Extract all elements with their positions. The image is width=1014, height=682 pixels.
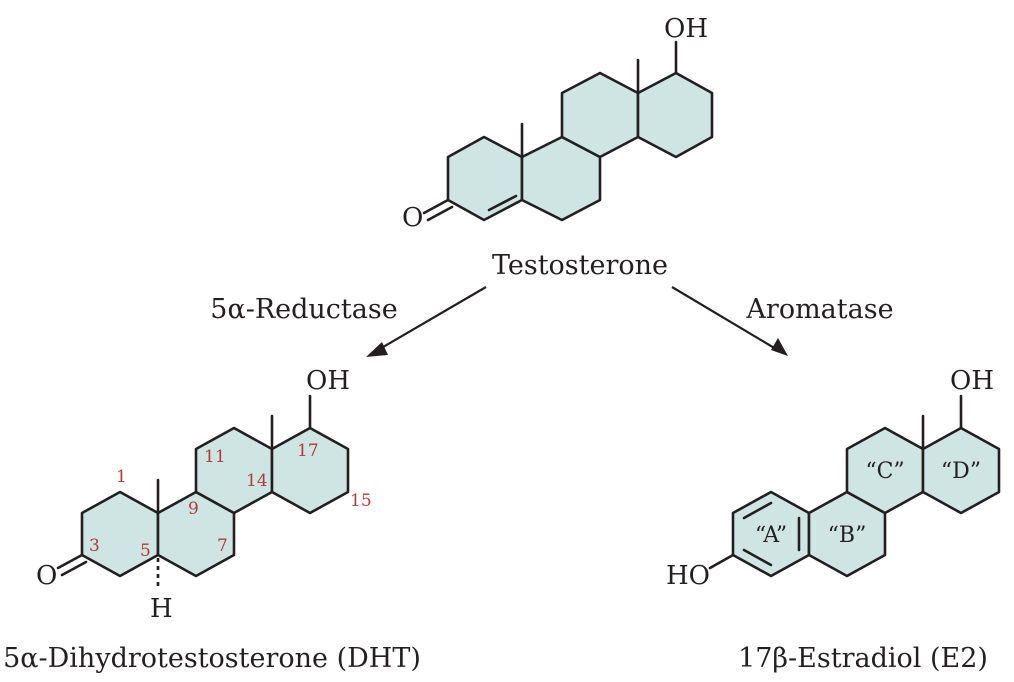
- aromatase-arrow: [671, 286, 788, 356]
- aromatase-enzyme-label: Aromatase: [745, 294, 893, 325]
- dht-ring-a: [80, 490, 160, 578]
- dht-position-17: 17: [297, 441, 319, 461]
- dht-position-7: 7: [217, 536, 228, 556]
- estradiol-ho-label: HO: [666, 561, 710, 591]
- dht-position-11: 11: [204, 447, 226, 467]
- dht-position-15: 15: [350, 491, 372, 511]
- testosterone-ring-d: [636, 71, 714, 159]
- estradiol-oh-label: OH: [950, 366, 994, 396]
- dht-position-9: 9: [188, 499, 199, 519]
- dht-position-14: 14: [246, 471, 268, 491]
- dht-oh-label: OH: [306, 366, 350, 396]
- dht-name: 5α-Dihydrotestosterone (DHT): [3, 643, 421, 674]
- testosterone-oh-label: OH: [664, 14, 708, 44]
- estradiol-name: 17β-Estradiol (E2): [738, 643, 988, 674]
- reductase-enzyme-label: 5α-Reductase: [210, 294, 397, 325]
- testosterone-ring-a: [446, 135, 524, 222]
- dht-position-1: 1: [116, 467, 127, 487]
- estradiol-ring-c-label: “C”: [865, 459, 904, 484]
- testosterone-ring-c: [560, 71, 640, 159]
- reductase-arrow: [366, 286, 487, 357]
- estradiol-ring-b-label: “B”: [828, 523, 867, 548]
- dht-ketone-o-label: O: [36, 561, 57, 591]
- testosterone-ketone-o-label: O: [402, 203, 423, 233]
- estradiol-ring-d-label: “D”: [941, 459, 981, 484]
- estradiol-ring-a-label: “A”: [755, 523, 787, 548]
- testosterone-structure: OH O: [402, 14, 714, 233]
- testosterone-name: Testosterone: [492, 250, 668, 281]
- dht-h-label: H: [150, 594, 173, 624]
- estradiol-structure: OH HO “A” “B” “C” “D”: [666, 366, 1001, 591]
- dht-position-5: 5: [140, 541, 151, 561]
- dht-structure: OH O H 1 3 5 7 9 11 14 17 15: [36, 366, 372, 624]
- dht-position-3: 3: [89, 536, 100, 556]
